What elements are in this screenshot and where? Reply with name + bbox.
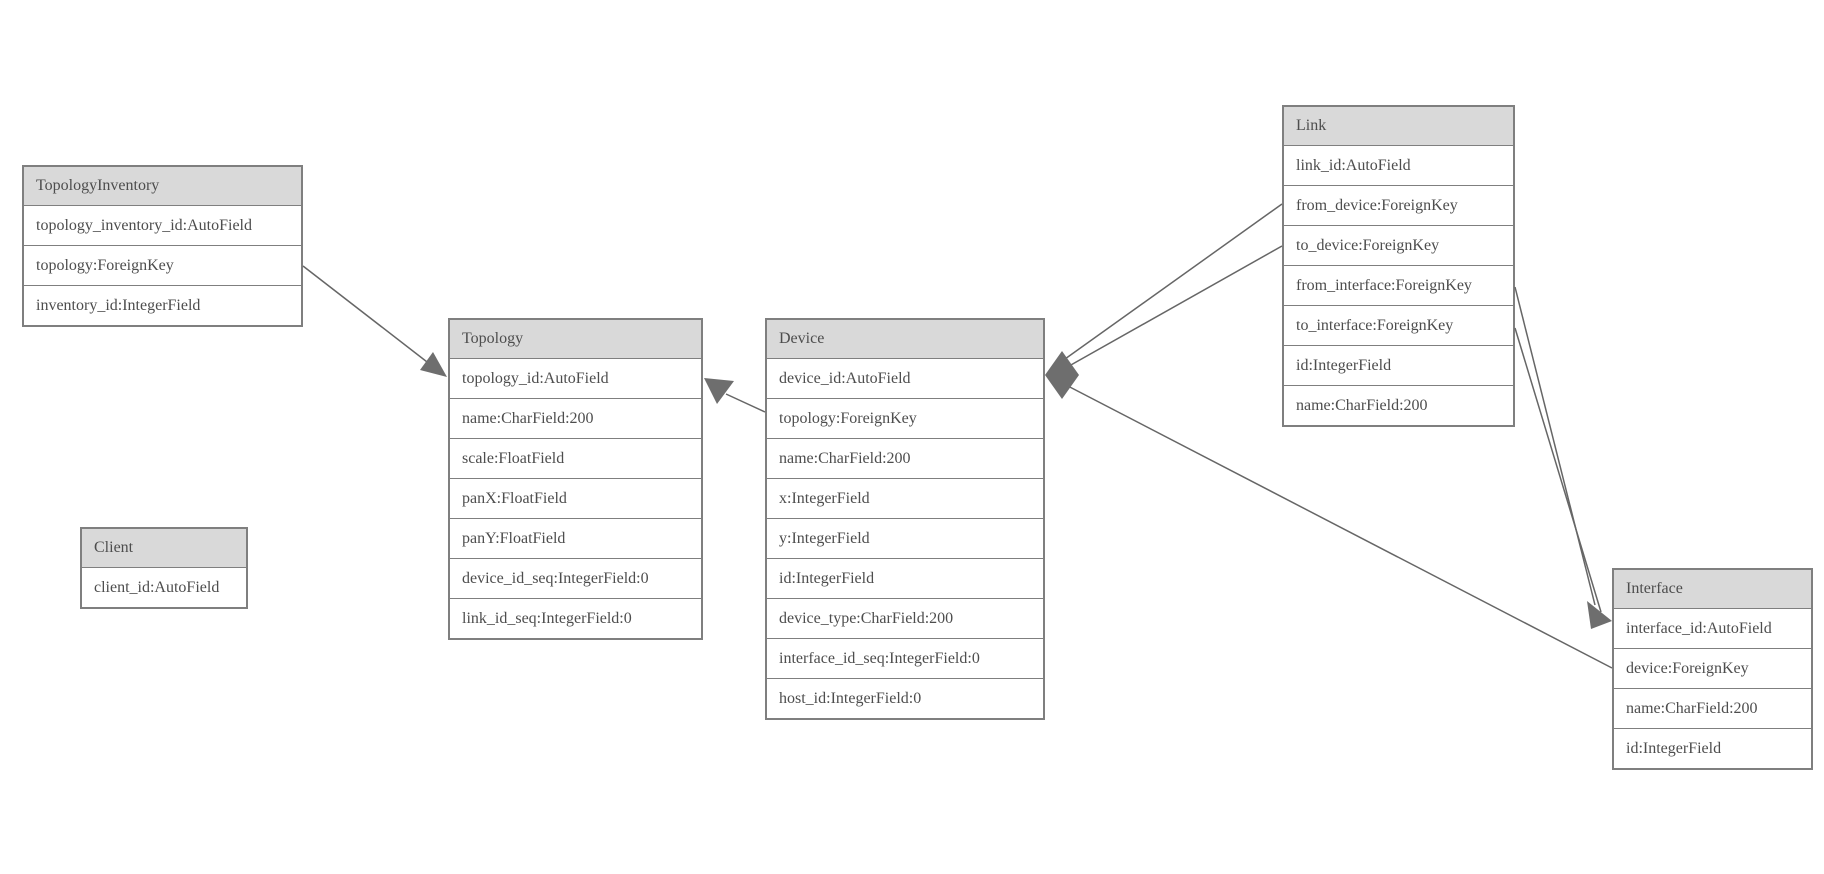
entity-title: Link bbox=[1284, 107, 1513, 145]
entity-field: host_id:IntegerField:0 bbox=[767, 678, 1043, 718]
relationship-topologyinventory-topology-line bbox=[302, 265, 441, 373]
entity-topology-inventory: TopologyInventory topology_inventory_id:… bbox=[22, 165, 303, 327]
entity-title: Interface bbox=[1614, 570, 1811, 608]
entity-link: Link link_id:AutoField from_device:Forei… bbox=[1282, 105, 1515, 427]
entity-field: device_id:AutoField bbox=[767, 358, 1043, 398]
entity-title: Client bbox=[82, 529, 246, 567]
arrowhead-topology-right bbox=[704, 378, 734, 404]
entity-field: from_interface:ForeignKey bbox=[1284, 265, 1513, 305]
entity-field: id:IntegerField bbox=[767, 558, 1043, 598]
arrowhead-interface-left bbox=[1587, 601, 1612, 629]
entity-field: from_device:ForeignKey bbox=[1284, 185, 1513, 225]
entity-field: topology_id:AutoField bbox=[450, 358, 701, 398]
entity-field: interface_id:AutoField bbox=[1614, 608, 1811, 648]
entity-field: panY:FloatField bbox=[450, 518, 701, 558]
entity-field: id:IntegerField bbox=[1614, 728, 1811, 768]
entity-field: name:CharField:200 bbox=[1614, 688, 1811, 728]
arrowhead-device-right bbox=[1045, 351, 1079, 399]
entity-field: device:ForeignKey bbox=[1614, 648, 1811, 688]
entity-field: topology:ForeignKey bbox=[767, 398, 1043, 438]
entity-field: to_interface:ForeignKey bbox=[1284, 305, 1513, 345]
entity-field: topology:ForeignKey bbox=[24, 245, 301, 285]
entity-field: inventory_id:IntegerField bbox=[24, 285, 301, 325]
entity-field: client_id:AutoField bbox=[82, 567, 246, 607]
entity-field: scale:FloatField bbox=[450, 438, 701, 478]
entity-device: Device device_id:AutoField topology:Fore… bbox=[765, 318, 1045, 720]
entity-field: panX:FloatField bbox=[450, 478, 701, 518]
entity-title: Device bbox=[767, 320, 1043, 358]
entity-field: interface_id_seq:IntegerField:0 bbox=[767, 638, 1043, 678]
relationship-link-frominterface-interface-line bbox=[1514, 286, 1596, 606]
entity-field: id:IntegerField bbox=[1284, 345, 1513, 385]
entity-title: Topology bbox=[450, 320, 701, 358]
entity-field: link_id:AutoField bbox=[1284, 145, 1513, 185]
entity-field: name:CharField:200 bbox=[767, 438, 1043, 478]
entity-field: device_id_seq:IntegerField:0 bbox=[450, 558, 701, 598]
entity-topology: Topology topology_id:AutoField name:Char… bbox=[448, 318, 703, 640]
entity-field: x:IntegerField bbox=[767, 478, 1043, 518]
entity-title: TopologyInventory bbox=[24, 167, 301, 205]
relationship-link-todevice-device-line bbox=[1061, 245, 1283, 371]
entity-field: name:CharField:200 bbox=[1284, 385, 1513, 425]
entity-field: link_id_seq:IntegerField:0 bbox=[450, 598, 701, 638]
entity-field: y:IntegerField bbox=[767, 518, 1043, 558]
relationship-link-fromdevice-device-line bbox=[1057, 203, 1283, 365]
entity-interface: Interface interface_id:AutoField device:… bbox=[1612, 568, 1813, 770]
arrowhead-topology-left bbox=[420, 352, 447, 377]
entity-field: topology_inventory_id:AutoField bbox=[24, 205, 301, 245]
relationship-device-topology-line bbox=[725, 393, 766, 413]
entity-field: device_type:CharField:200 bbox=[767, 598, 1043, 638]
relationship-link-tointerface-interface-line bbox=[1514, 327, 1602, 613]
entity-client: Client client_id:AutoField bbox=[80, 527, 248, 609]
entity-field: to_device:ForeignKey bbox=[1284, 225, 1513, 265]
entity-field: name:CharField:200 bbox=[450, 398, 701, 438]
